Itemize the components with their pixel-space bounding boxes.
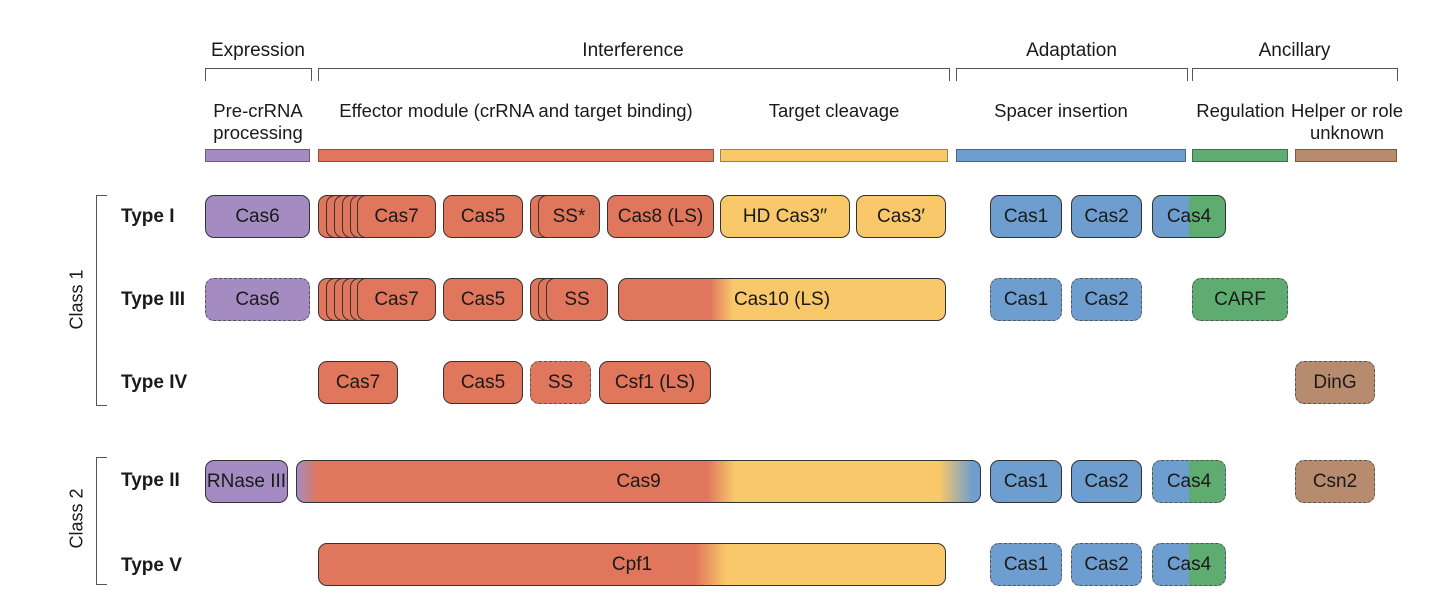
type-iii-cas6: Cas6 (205, 278, 310, 321)
type-iv-cas5: Cas5 (443, 361, 523, 404)
type-i-cas8: Cas8 (LS) (607, 195, 714, 238)
type-i-cas1: Cas1 (990, 195, 1062, 238)
bracket-adaptation (956, 68, 1188, 81)
type-ii-rnase-iii: RNase III (205, 460, 288, 503)
type-iv-csf1: Csf1 (LS) (599, 361, 711, 404)
type-v-cas2: Cas2 (1071, 543, 1142, 586)
class1-bracket (96, 195, 107, 406)
header-interference: Interference (582, 40, 684, 61)
type-v-cas1: Cas1 (990, 543, 1062, 586)
type-i-cas6: Cas6 (205, 195, 310, 238)
type-iii-cas10: Cas10 (LS) (618, 278, 946, 321)
type-i-label: Type I (121, 206, 175, 227)
header-ancillary: Ancillary (1258, 40, 1331, 61)
type-iii-cas7: Cas7 (357, 278, 436, 321)
type-i-cas7: Cas7 (357, 195, 436, 238)
type-iii-cas1: Cas1 (990, 278, 1062, 321)
bracket-interference (318, 68, 950, 81)
type-ii-label: Type II (121, 470, 180, 491)
type-ii-cas2: Cas2 (1071, 460, 1142, 503)
type-iii-ss: SS (546, 278, 608, 321)
type-iv-label: Type IV (121, 372, 188, 393)
type-ii-cas4: Cas4 (1152, 460, 1226, 503)
type-iv-ding: DinG (1295, 361, 1375, 404)
type-iv-cas7: Cas7 (318, 361, 398, 404)
header-adaptation: Adaptation (1026, 40, 1117, 61)
bar-spacer-insertion (956, 149, 1186, 162)
bar-regulation (1192, 149, 1288, 162)
type-i-cas3: Cas3′ (856, 195, 946, 238)
type-i-hd-cas3: HD Cas3′′ (720, 195, 850, 238)
type-ii-cas1: Cas1 (990, 460, 1062, 503)
type-v-label: Type V (121, 555, 182, 576)
type-i-cas2: Cas2 (1071, 195, 1142, 238)
type-iii-label: Type III (121, 289, 186, 310)
type-iii-carf: CARF (1192, 278, 1288, 321)
subheader-spacer-insertion: Spacer insertion (994, 100, 1128, 121)
type-iii-cas2: Cas2 (1071, 278, 1142, 321)
subheader-pre-crrna: Pre-crRNA processing (213, 100, 303, 143)
header-expression: Expression (211, 40, 305, 61)
type-ii-cas9: Cas9 (296, 460, 981, 503)
bar-effector (318, 149, 714, 162)
class2-label: Class 2 (66, 488, 87, 549)
type-iv-ss: SS (530, 361, 591, 404)
subheader-helper: Helper or role unknown (1290, 100, 1404, 143)
type-ii-csn2: Csn2 (1295, 460, 1375, 503)
type-iii-cas5: Cas5 (443, 278, 523, 321)
type-i-ss: SS* (538, 195, 600, 238)
subheader-target-cleavage: Target cleavage (768, 100, 900, 121)
class1-label: Class 1 (66, 269, 87, 330)
bar-expression (205, 149, 310, 162)
type-i-cas4: Cas4 (1152, 195, 1226, 238)
class2-bracket (96, 457, 107, 585)
bar-target-cleavage (720, 149, 948, 162)
bar-helper (1295, 149, 1397, 162)
type-v-cas4: Cas4 (1152, 543, 1226, 586)
bracket-ancillary (1192, 68, 1398, 81)
subheader-regulation: Regulation (1196, 100, 1285, 121)
subheader-effector: Effector module (crRNA and target bindin… (339, 100, 693, 121)
type-v-cpf1: Cpf1 (318, 543, 946, 586)
bracket-expression (205, 68, 312, 81)
type-i-cas5: Cas5 (443, 195, 523, 238)
